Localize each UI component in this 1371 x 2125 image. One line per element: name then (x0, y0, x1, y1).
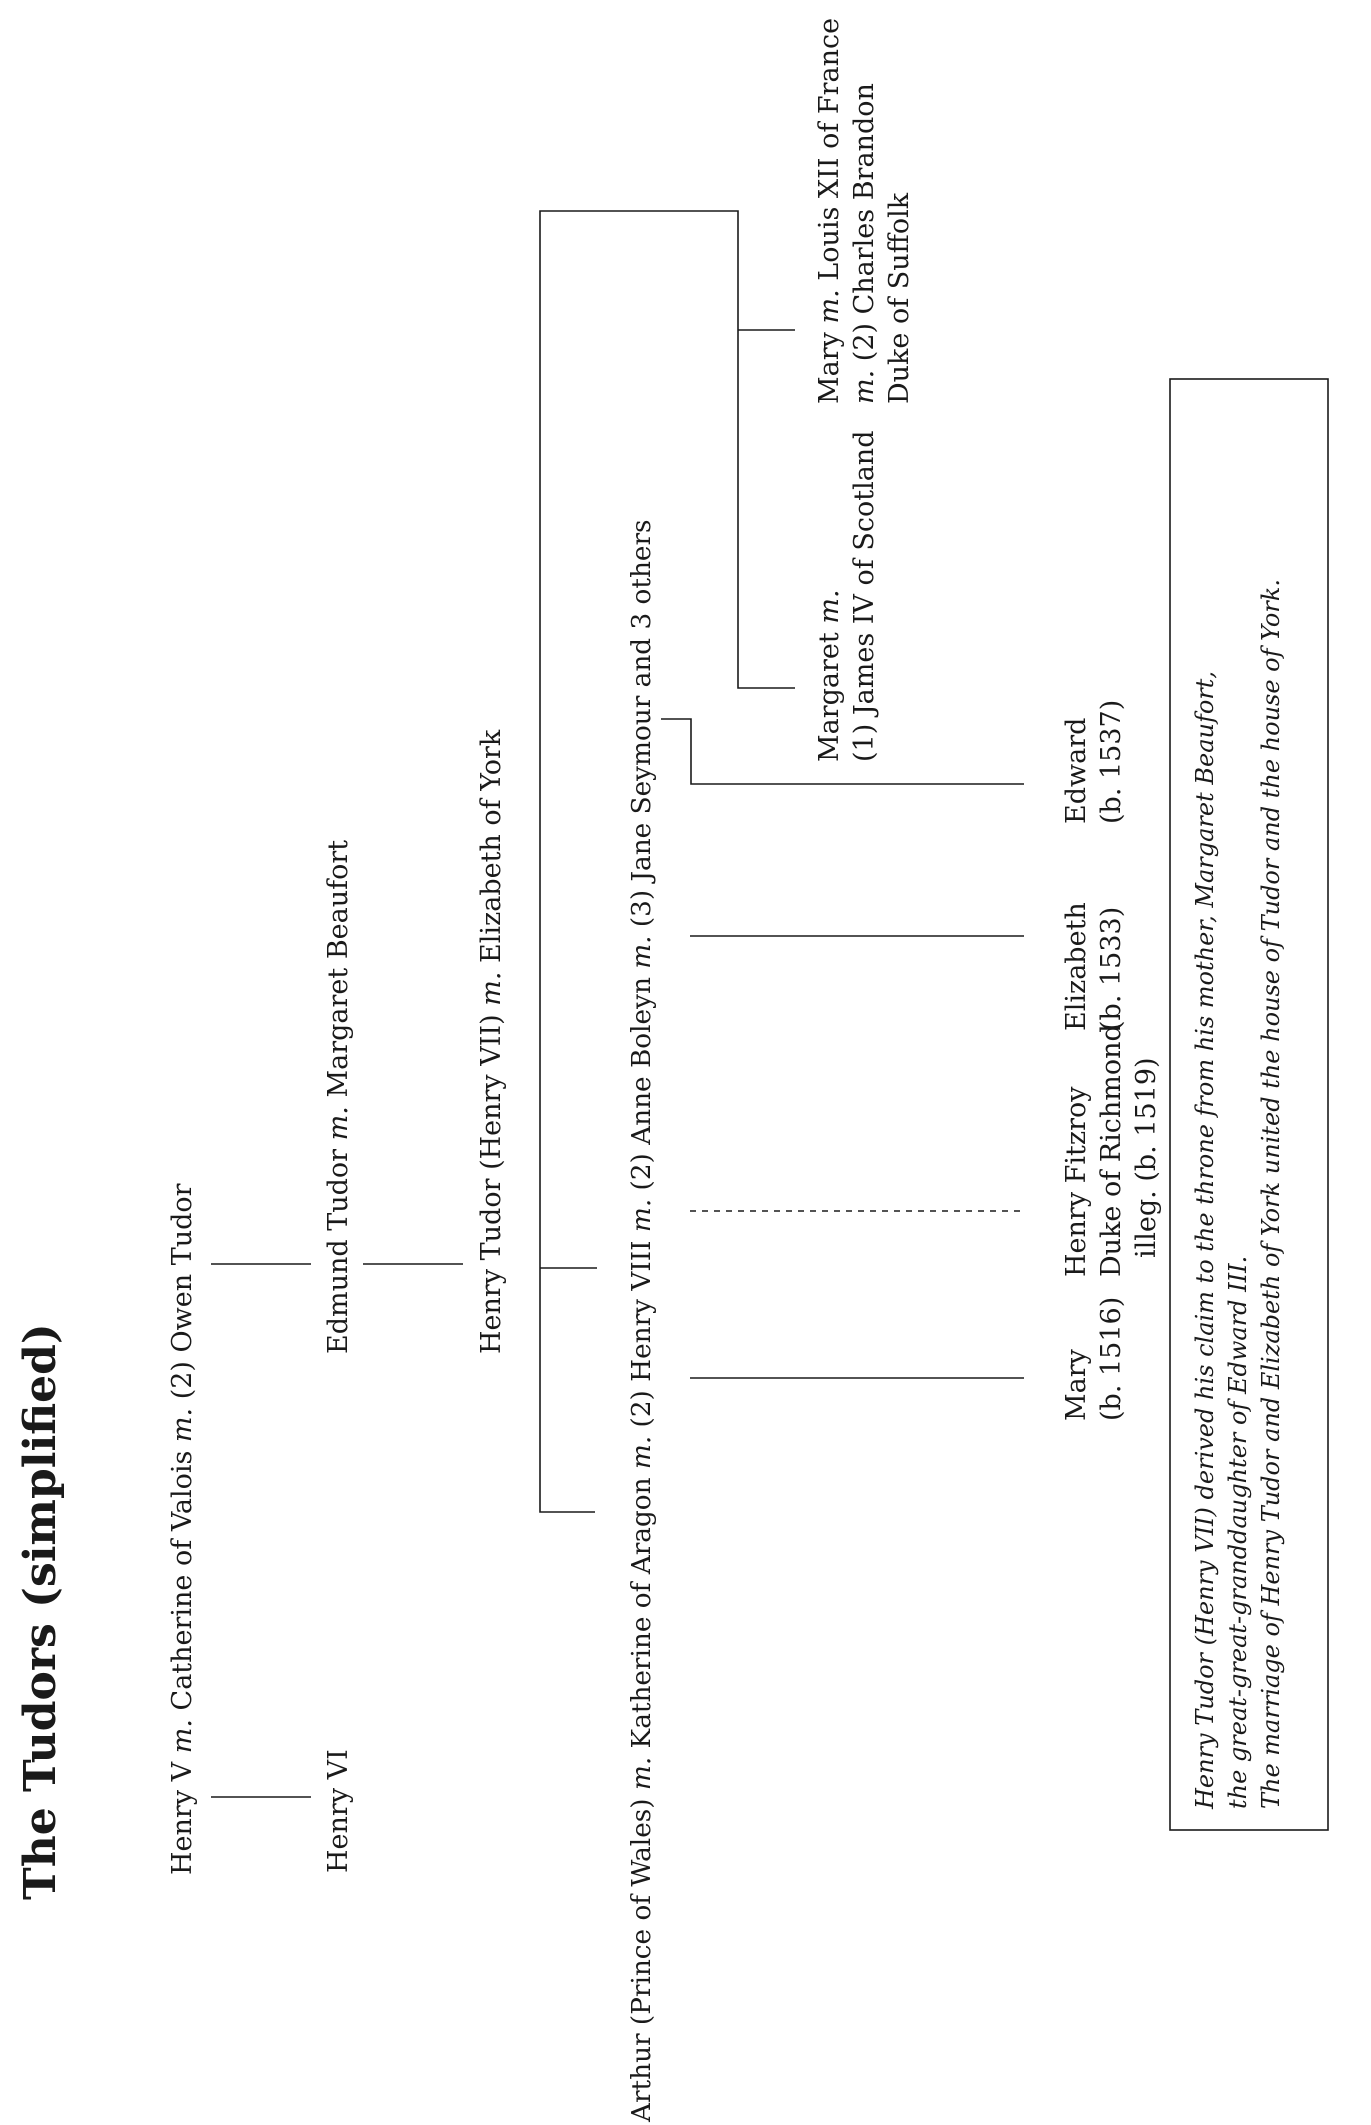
note-box (1169, 378, 1329, 1831)
svg-text:the great-great-granddaughter: the great-great-granddaughter of Edward … (1224, 1256, 1252, 1809)
svg-text:Henry Fitzroy: Henry Fitzroy (1061, 1086, 1092, 1277)
line-to-edward (661, 718, 1024, 785)
svg-text:(b. 1516): (b. 1516) (1096, 1297, 1127, 1421)
svg-text:Elizabeth: Elizabeth (1061, 902, 1092, 1031)
child-henry-fitzroy: Henry Fitzroy Duke of Richmond illeg. (b… (1061, 1024, 1162, 1277)
henry-vii-line: Henry Tudor (Henry VII) m. Elizabeth of … (476, 729, 507, 1354)
svg-text:Mary m. Louis XII: Mary m. Louis XII of France (814, 18, 845, 404)
svg-text:Mary: Mary (1061, 1348, 1092, 1421)
henry-viii-line: Arthur (Prince of Wales) m. Katherine of… (627, 519, 657, 2123)
daughter-mary-tudor: Mary m. Louis XII of France m. (2) Charl… (814, 18, 915, 404)
svg-text:(1) James IV of Scotland: (1) James IV of Scotland (849, 431, 880, 762)
henry-v-line: Henry V m. Catherine of Valois m. (2) Ow… (167, 1183, 198, 1875)
svg-text:The marriage of Henry Tudor an: The marriage of Henry Tudor and Elizabet… (1257, 579, 1285, 1809)
svg-text:Henry Tudor (Henry VII) derive: Henry Tudor (Henry VII) derived his clai… (1191, 671, 1219, 1810)
bracket-henry-vii-children (539, 210, 795, 1513)
svg-text:(b. 1533): (b. 1533) (1096, 907, 1127, 1031)
svg-text:Edward: Edward (1061, 718, 1092, 824)
edmund-tudor-line: Edmund Tudor m. Margaret Beaufort (323, 840, 354, 1354)
svg-text:m. (2) Charles Brandon: m. (2) Charles Brandon (849, 83, 880, 404)
henry-vi-label: Henry VI (323, 1749, 354, 1873)
child-elizabeth: Elizabeth (b. 1533) (1061, 902, 1127, 1031)
child-edward: Edward (b. 1537) (1061, 700, 1127, 824)
svg-text:Margaret m.: Margaret m. (814, 589, 845, 762)
daughter-margaret: Margaret m. (1) James IV of Scotland (814, 431, 880, 762)
note-text: Henry Tudor (Henry VII) derived his clai… (1191, 579, 1285, 1810)
page-title: The Tudors (simplified) (15, 1323, 66, 1900)
connector-lines (211, 210, 1024, 1798)
svg-text:illeg. (b. 1519): illeg. (b. 1519) (1131, 1057, 1162, 1258)
svg-text:(b. 1537): (b. 1537) (1096, 700, 1127, 824)
child-mary: Mary (b. 1516) (1061, 1297, 1127, 1421)
svg-text:Duke of Richmond: Duke of Richmond (1096, 1024, 1127, 1277)
svg-text:Duke of Suffolk: Duke of Suffolk (884, 192, 915, 404)
